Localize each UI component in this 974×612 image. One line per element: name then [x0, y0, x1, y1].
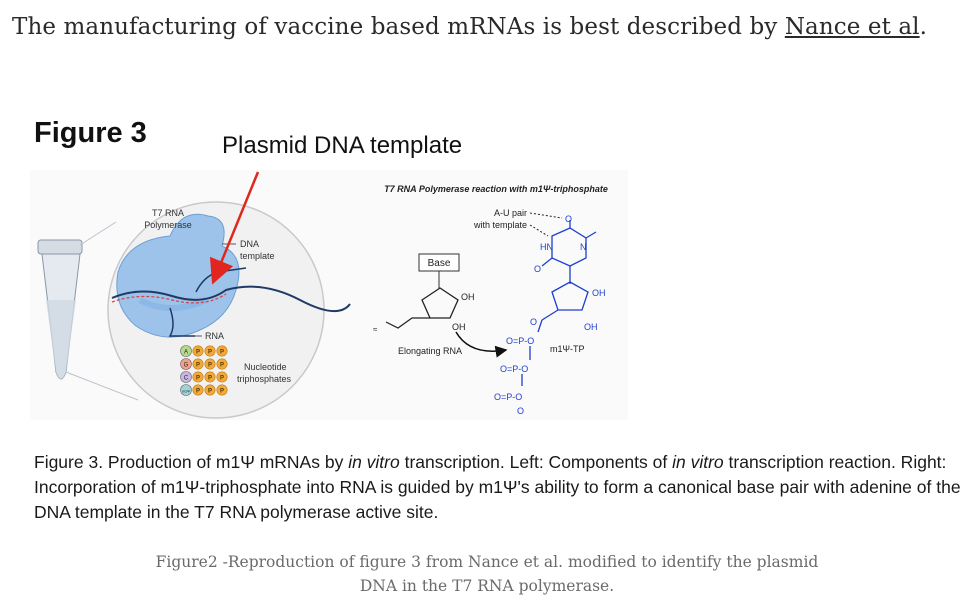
base-letter: m1Ψ: [182, 390, 190, 394]
plasmid-annotation: Plasmid DNA template: [222, 132, 463, 159]
base-letter: A: [184, 350, 188, 356]
phosphate-letter: P: [196, 350, 200, 356]
phosphate-circle: [192, 358, 204, 370]
phosphate-letter: P: [208, 376, 212, 382]
dna-strand: [111, 285, 351, 312]
base-letter: G: [184, 363, 189, 369]
phosphate-1: O=P-O: [506, 336, 534, 346]
phosphate-letter: P: [220, 363, 224, 369]
nucleotide-label-2: triphosphates: [237, 374, 292, 384]
phosphate-circle: [216, 358, 228, 370]
m1psi-tp-structure: [521, 220, 597, 386]
source-line-2: DNA in the T7 RNA polymerase.: [359, 577, 615, 595]
phosphate-letter: P: [220, 376, 224, 382]
base-letter: C: [184, 376, 189, 382]
caption-italic-1: in vitro: [348, 452, 400, 472]
o-label-side: O: [534, 264, 541, 274]
phosphate-letter: P: [208, 389, 212, 395]
oh-label-right: OH: [592, 288, 606, 298]
phosphate-3: O=P-O: [494, 392, 522, 402]
reaction-arrow: [455, 331, 508, 358]
hn-label: HN: [540, 242, 553, 252]
nance-link[interactable]: Nance et al: [784, 14, 920, 40]
intro-end: .: [919, 14, 928, 40]
oh-label-left-2: OH: [452, 322, 466, 332]
source-line-1: Figure2 -Reproduction of figure 3 from N…: [155, 553, 819, 571]
phosphate-2: O=P-O: [500, 364, 528, 374]
dna-strand-2: [111, 293, 227, 304]
phosphate-circle: [204, 358, 216, 370]
rna-label: RNA: [205, 331, 224, 341]
nucleotide-label: Nucleotide: [244, 362, 287, 372]
phosphate-letter: P: [220, 350, 224, 356]
rna-strand: [168, 307, 195, 337]
phosphate-letter: P: [196, 363, 200, 369]
polymerase-shape: [116, 213, 240, 338]
polymerase-label: T7 RNA: [152, 208, 184, 218]
source-note: Figure2 -Reproduction of figure 3 from N…: [0, 550, 974, 598]
reaction-title: T7 RNA Polymerase reaction with m1Ψ-trip…: [384, 184, 608, 194]
intro-sentence: The manufacturing of vaccine based mRNAs…: [12, 14, 927, 40]
phosphate-circle: [204, 371, 216, 383]
tube-icon: [37, 221, 139, 401]
base-circle: [180, 358, 192, 370]
figure-label: Figure 3: [34, 117, 147, 149]
nucleotide-row: m1Ψ P P P: [180, 384, 228, 396]
phosphate-circle: [204, 345, 216, 357]
phosphate-circle: [204, 384, 216, 396]
polymerase-label-2: Polymerase: [144, 220, 192, 230]
m1psi-tp-label: m1Ψ-TP: [550, 344, 585, 354]
phosphate-circle: [192, 384, 204, 396]
phosphate-letter: P: [208, 350, 212, 356]
phosphate-letter: P: [220, 389, 224, 395]
plasmid-arrow: [209, 171, 260, 285]
oh-label-right-2: OH: [584, 322, 598, 332]
n-label: N: [580, 242, 587, 252]
base-circle: [180, 384, 192, 396]
phosphate-circle: [216, 384, 228, 396]
caption-part-1: Figure 3. Production of m1Ψ mRNAs by: [34, 452, 349, 472]
au-pair-label-2: with template: [473, 220, 527, 230]
o-label-end: O: [517, 406, 524, 416]
caption-part-2: transcription. Left: Components of: [399, 452, 673, 472]
caption-part-3: transcription reaction. Right: Incorpora…: [34, 452, 961, 522]
caption-italic-2: in vitro: [672, 452, 724, 472]
base-box-label: Base: [428, 258, 451, 269]
base-circle: [180, 371, 192, 383]
phosphate-circle: [216, 371, 228, 383]
intro-text: The manufacturing of vaccine based mRNAs…: [12, 14, 785, 40]
chain-end-glyph: ≈: [373, 325, 378, 334]
dna-label: DNA: [240, 239, 259, 249]
o-label-top: O: [565, 214, 572, 224]
oh-label-left: OH: [461, 292, 475, 302]
base-circle: [180, 345, 192, 357]
o-label-bridge: O: [530, 317, 537, 327]
phosphate-circle: [192, 345, 204, 357]
dna-label-2: template: [240, 251, 275, 261]
elongating-label: Elongating RNA: [398, 346, 462, 356]
phosphate-letter: P: [208, 363, 212, 369]
figure-caption: Figure 3. Production of m1Ψ mRNAs by in …: [34, 450, 969, 525]
phosphate-circle: [216, 345, 228, 357]
phosphate-circle: [192, 371, 204, 383]
ribose-left: [421, 287, 459, 319]
au-pair-label: A-U pair: [494, 208, 527, 218]
phosphate-letter: P: [196, 376, 200, 382]
phosphate-letter: P: [196, 389, 200, 395]
